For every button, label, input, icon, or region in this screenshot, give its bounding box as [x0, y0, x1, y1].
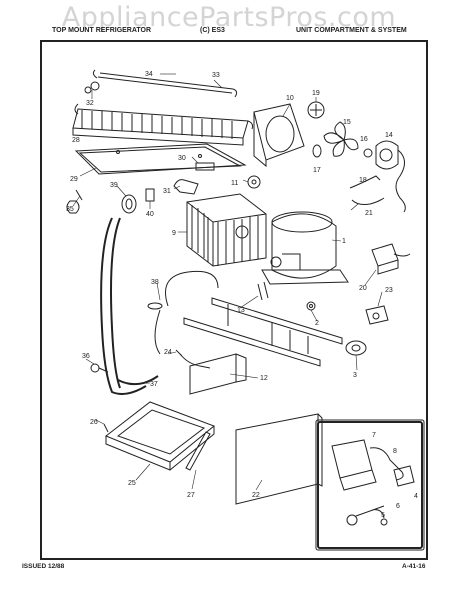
tube-13 [257, 281, 269, 301]
callout-10: 10 [286, 95, 294, 102]
callout-8: 8 [393, 448, 397, 455]
callout-4: 4 [414, 493, 418, 500]
evaporator-cover [74, 143, 247, 175]
callout-5: 5 [381, 512, 385, 519]
callout-30: 30 [178, 155, 186, 162]
leader-lines [72, 73, 383, 491]
callout-16: 16 [360, 136, 368, 143]
callout-32: 32 [86, 100, 94, 107]
part-31 [173, 179, 199, 195]
wire-21 [351, 197, 385, 205]
callout-23: 23 [385, 287, 393, 294]
callout-1: 1 [342, 238, 346, 245]
bracket-30 [195, 162, 215, 171]
clip-26 [103, 423, 109, 433]
part-40 [145, 188, 155, 202]
callout-22: 22 [252, 492, 260, 499]
power-cord-24 [175, 349, 211, 369]
callout-19: 19 [312, 90, 320, 97]
base-rails [183, 297, 343, 367]
drain-pan [105, 401, 215, 471]
callout-13: 13 [237, 307, 245, 314]
callout-2: 2 [315, 320, 319, 327]
callout-37: 37 [150, 381, 158, 388]
callout-12: 12 [260, 375, 268, 382]
fan-shroud [253, 103, 305, 168]
header-middle: (C) ES3 [200, 27, 225, 34]
inset-box [315, 419, 425, 551]
callout-34: 34 [145, 71, 153, 78]
watermark: AppliancePartsPros.com [61, 2, 397, 33]
page-code: A-41-16 [402, 563, 426, 570]
callout-17: 17 [313, 167, 321, 174]
part-35 [66, 189, 83, 214]
capacitor-20 [371, 243, 411, 275]
callout-38: 38 [151, 279, 159, 286]
callout-11: 11 [231, 180, 238, 187]
tubing-top [92, 69, 238, 98]
callout-9: 9 [172, 230, 176, 237]
fan-motor [375, 140, 406, 213]
callout-29: 29 [70, 176, 78, 183]
callout-3: 3 [353, 372, 357, 379]
evaporator [72, 103, 253, 146]
callout-14: 14 [385, 132, 393, 139]
callout-31: 31 [163, 188, 171, 195]
issued-date: ISSUED 12/88 [22, 563, 65, 570]
drain-tubing [100, 217, 159, 395]
base-panel-12 [189, 353, 247, 395]
callout-40: 40 [146, 211, 154, 218]
mount-3 [345, 340, 367, 356]
callout-labels: 34 33 32 28 29 30 31 10 19 15 16 14 17 1… [66, 71, 418, 519]
callout-6: 6 [396, 503, 400, 510]
header-right: UNIT COMPARTMENT & SYSTEM [296, 27, 407, 34]
callout-35: 35 [66, 206, 74, 213]
clamp-36 [90, 363, 109, 373]
condenser [186, 193, 267, 267]
grommet-39 [121, 194, 137, 214]
clip-32 [84, 81, 100, 94]
fan-blade [323, 121, 359, 157]
relay-23 [365, 305, 389, 325]
callout-24: 24 [164, 349, 172, 356]
bracket-18 [349, 175, 381, 189]
callout-33: 33 [212, 72, 220, 79]
rear-panel-22 [235, 413, 323, 505]
nut-17 [312, 144, 322, 158]
diagram-frame [40, 40, 428, 560]
callout-28: 28 [72, 137, 80, 144]
callout-20: 20 [359, 285, 367, 292]
callout-21: 21 [365, 210, 373, 217]
wire-harness-38 [147, 270, 219, 355]
callout-27: 27 [187, 492, 195, 499]
callout-25: 25 [128, 480, 136, 487]
brace-27 [185, 431, 211, 471]
grommet-2 [306, 301, 316, 311]
callout-36: 36 [82, 353, 90, 360]
callout-26: 26 [90, 419, 98, 426]
fan-blade-small [307, 101, 325, 119]
callout-39: 39 [110, 182, 118, 189]
fan-hub-16 [363, 148, 373, 158]
header-left: TOP MOUNT REFRIGERATOR [52, 27, 152, 34]
callout-7: 7 [372, 432, 376, 439]
callout-18: 18 [359, 177, 367, 184]
callout-15: 15 [343, 119, 351, 126]
compressor [261, 211, 349, 285]
grommet-11 [247, 175, 261, 189]
